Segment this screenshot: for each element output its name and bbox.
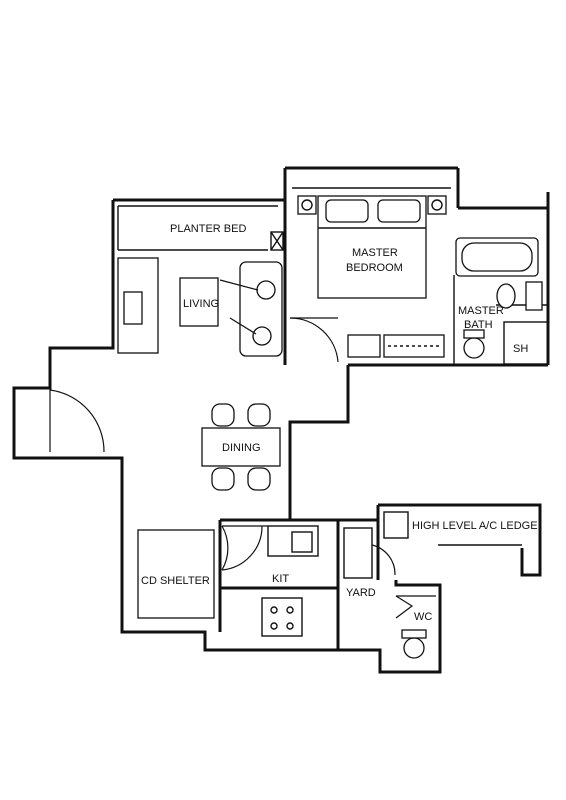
master-bath-label-line1: MASTER xyxy=(458,305,504,317)
ac-ledge: HIGH LEVEL A/C LEDGE xyxy=(383,511,538,539)
master-bath: MASTER BATH SH xyxy=(453,237,549,365)
cd-shelter-label: CD SHELTER xyxy=(141,575,210,587)
wc-label: WC xyxy=(414,611,432,623)
ac-ledge-label: HIGH LEVEL A/C LEDGE xyxy=(412,520,538,532)
outer-walls xyxy=(12,166,550,674)
planter-bed: PLANTER BED xyxy=(117,205,278,251)
kitchen: KIT xyxy=(221,525,319,637)
yard-wc: YARD WC xyxy=(343,527,436,659)
dining-label: DINING xyxy=(222,442,261,454)
master-bedroom: MASTER BEDROOM xyxy=(297,195,447,358)
master-bedroom-label-line1: MASTER xyxy=(352,247,398,259)
dining: DINING xyxy=(201,403,281,491)
yard-label: YARD xyxy=(346,587,376,599)
living-furniture: LIVING xyxy=(117,231,284,357)
planter-bed-label: PLANTER BED xyxy=(170,223,246,235)
entrance-door xyxy=(49,388,105,453)
master-bedroom-label-line2: BEDROOM xyxy=(346,262,403,274)
bedroom-door xyxy=(289,317,339,363)
master-bath-label-line2: BATH xyxy=(464,319,493,331)
cd-shelter: CD SHELTER xyxy=(137,529,215,619)
kitchen-label: KIT xyxy=(272,573,289,585)
shower-label: SH xyxy=(513,343,528,355)
living-label: LIVING xyxy=(183,298,219,310)
